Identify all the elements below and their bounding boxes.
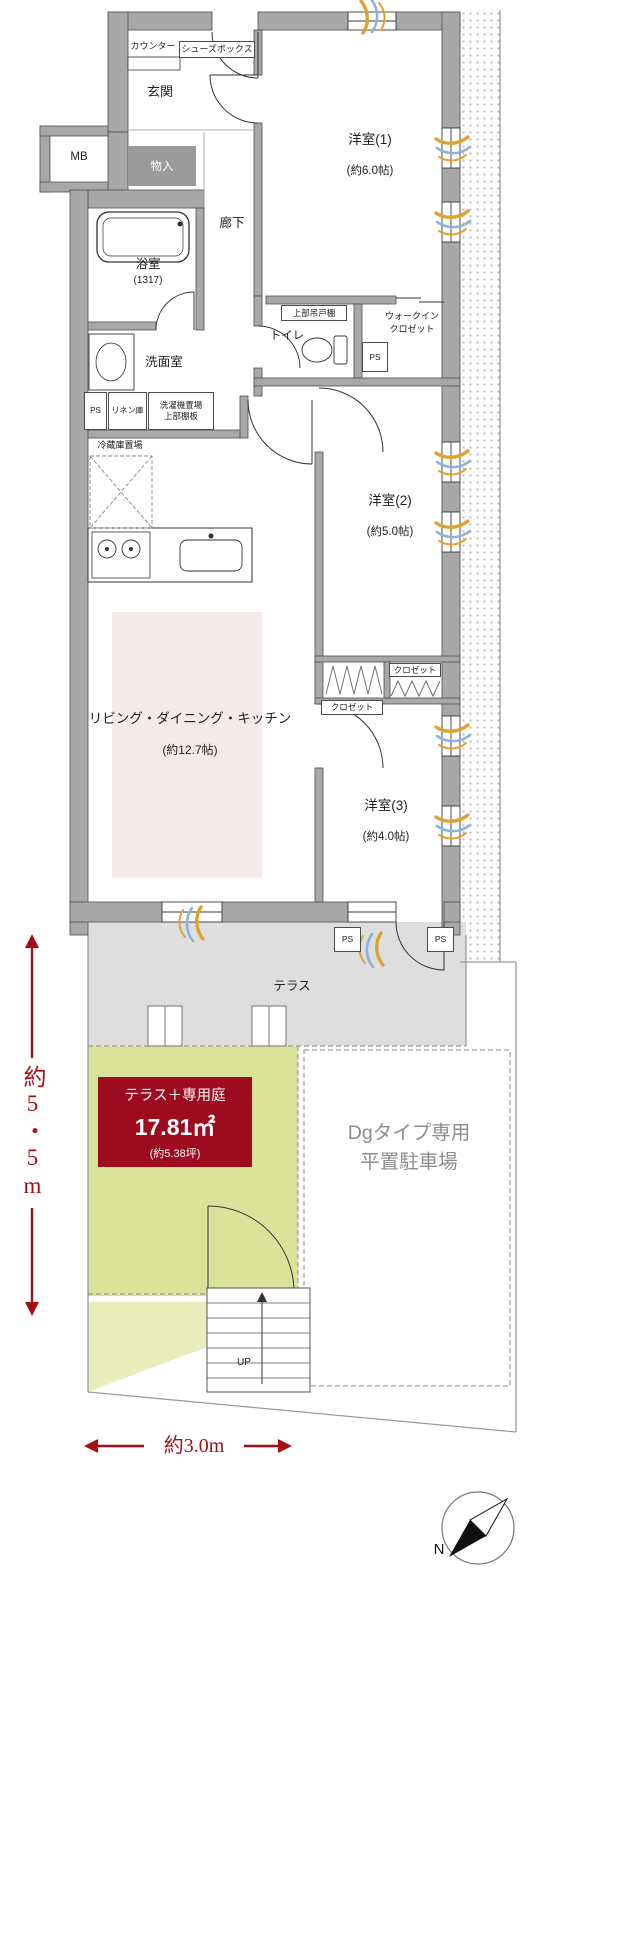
label-mb: MB [70, 151, 88, 163]
label-parking-line1: Dgタイプ専用 [347, 1122, 471, 1144]
label-ldk: リビング・ダイニング・キッチン [88, 711, 292, 726]
site-boundary-lines [87, 10, 517, 1433]
label-wic-line2: クロゼット [389, 324, 435, 334]
label-parking-line2: 平置駐車場 [360, 1151, 458, 1174]
neighbor-hatch-strip [460, 10, 500, 962]
airflow-icon [357, 931, 385, 969]
label-washer: 洗濯機置場 上部棚板 [148, 392, 214, 430]
label-ps-bottom-left: PS [334, 927, 361, 952]
floor-lines [128, 129, 254, 208]
label-toilet-upper-shelf: 上部吊戸棚 [281, 305, 347, 321]
label-washroom: 洗面室 [145, 355, 183, 369]
entry-counter [127, 56, 181, 71]
kitchen-sink [179, 539, 243, 572]
label-closet-right: クロゼット [389, 663, 441, 677]
label-counter: カウンター [130, 41, 176, 51]
label-terrace: テラス [273, 979, 311, 993]
compass-icon [441, 1491, 515, 1565]
garden-badge-area: 17.81㎡ [134, 1113, 216, 1140]
label-room1: 洋室(1) [348, 132, 392, 147]
label-genkan: 玄関 [146, 84, 173, 99]
label-linen: リネン庫 [108, 392, 147, 430]
label-room1-size: (約6.0帖) [346, 165, 394, 177]
label-parking: Dgタイプ専用 平置駐車場 [330, 1119, 488, 1178]
label-bath-size: (1317) [133, 275, 163, 286]
label-ldk-size: (約12.7帖) [162, 743, 218, 757]
label-toilet: トイレ [269, 330, 305, 342]
mb-box [49, 135, 109, 183]
kitchen-counter [87, 527, 253, 583]
windows-layer [161, 11, 461, 923]
label-room3-size: (約4.0帖) [362, 831, 410, 843]
label-ps-bottom-right: PS [427, 927, 454, 952]
dimension-depth: 約5・5m [13, 1058, 51, 1208]
label-hallway: 廊下 [219, 216, 245, 230]
label-room2-size: (約5.0帖) [366, 526, 414, 538]
label-shoes-box: シューズボックス [179, 41, 255, 58]
label-ps-left: PS [84, 392, 107, 430]
label-closet-left: クロゼット [321, 700, 383, 715]
label-washer-line1: 洗濯機置場 [159, 400, 203, 411]
label-fridge: 冷蔵庫置場 [97, 440, 143, 450]
ldk-highlight-region [112, 612, 262, 878]
garden-badge-title: テラス＋専用庭 [124, 1087, 226, 1104]
compass-north-label: N [433, 1541, 445, 1558]
fixtures-layer [87, 56, 348, 1047]
walls-layer [39, 11, 461, 936]
label-storage: 物入 [128, 146, 196, 186]
label-up: UP [237, 1357, 251, 1368]
closet-doors [325, 665, 441, 698]
label-room2: 洋室(2) [368, 493, 412, 508]
stairs [206, 1287, 311, 1393]
dimension-width: 約3.0m [144, 1429, 244, 1457]
label-wic-line1: ウォークイン [384, 311, 439, 321]
garden-area-badge: テラス＋専用庭 17.81㎡ (約5.38坪) [98, 1077, 252, 1167]
label-washer-line2: 上部棚板 [163, 411, 198, 421]
bathtub [96, 211, 190, 263]
label-room3: 洋室(3) [364, 798, 408, 813]
toilet-fixture [333, 335, 348, 365]
label-ps-wic: PS [362, 342, 388, 372]
fridge-space [89, 455, 153, 529]
label-bath: 浴室 [135, 257, 161, 271]
garden-badge-tsubo: (約5.38坪) [149, 1147, 201, 1160]
